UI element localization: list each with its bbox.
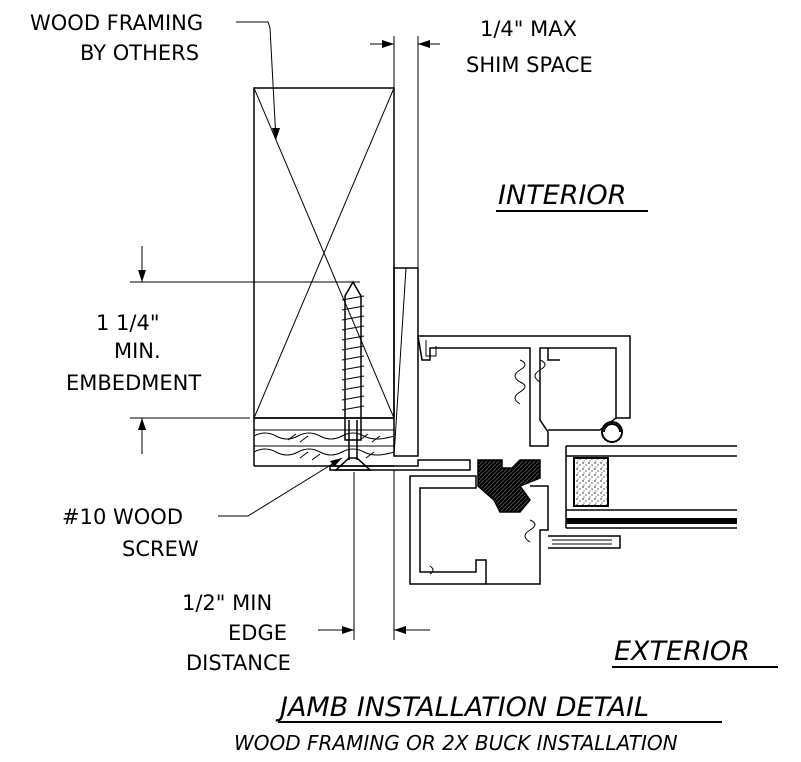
embedment-dimension <box>130 246 360 454</box>
bulb-weatherstrip <box>601 421 623 443</box>
exterior-label-text: EXTERIOR <box>614 636 750 667</box>
shim-space-label: 1/4" MAX SHIM SPACE <box>466 17 593 77</box>
window-frame-extrusion <box>329 335 631 585</box>
wood-framing-stud <box>253 87 395 419</box>
insulated-glass-unit <box>565 445 737 529</box>
edge-distance-label-line2: EDGE <box>228 621 287 645</box>
wood-framing-label-line1: WOOD FRAMING <box>30 11 203 35</box>
interior-label: INTERIOR <box>496 180 648 212</box>
wood-framing-label: WOOD FRAMING BY OTHERS <box>30 11 203 65</box>
edge-distance-label: 1/2" MIN EDGE DISTANCE <box>182 591 291 675</box>
leader-wood-screw <box>218 457 343 517</box>
shim-space-dimension <box>370 40 440 48</box>
embedment-label-line1: 1 1/4" <box>96 311 160 335</box>
shim <box>393 267 419 457</box>
wood-screw-label-line2: SCREW <box>122 537 199 561</box>
wood-screw-label: #10 WOOD SCREW <box>62 505 199 561</box>
detail-title: JAMB INSTALLATION DETAIL WOOD FRAMING OR… <box>234 692 722 755</box>
exterior-label: EXTERIOR <box>612 636 778 668</box>
edge-distance-label-line1: 1/2" MIN <box>182 591 272 615</box>
buck-layers <box>253 417 395 467</box>
wood-screw-label-line1: #10 WOOD <box>62 505 183 529</box>
shim-space-label-line2: SHIM SPACE <box>466 53 593 77</box>
wood-framing-label-line2: BY OTHERS <box>80 41 199 65</box>
edge-distance-dimension <box>318 470 430 640</box>
leader-wood-framing <box>236 21 280 141</box>
wood-screw <box>334 280 372 471</box>
embedment-label-line2: MIN. <box>114 339 161 363</box>
embedment-label-line3: EMBEDMENT <box>66 371 201 395</box>
embedment-label: 1 1/4" MIN. EMBEDMENT <box>66 311 201 395</box>
interior-label-text: INTERIOR <box>498 180 626 211</box>
glazing-gasket <box>477 459 541 513</box>
detail-subtitle-text: WOOD FRAMING OR 2X BUCK INSTALLATION <box>234 731 678 755</box>
shim-space-label-line1: 1/4" MAX <box>480 17 577 41</box>
edge-distance-label-line3: DISTANCE <box>186 651 291 675</box>
detail-title-text: JAMB INSTALLATION DETAIL <box>275 692 649 723</box>
